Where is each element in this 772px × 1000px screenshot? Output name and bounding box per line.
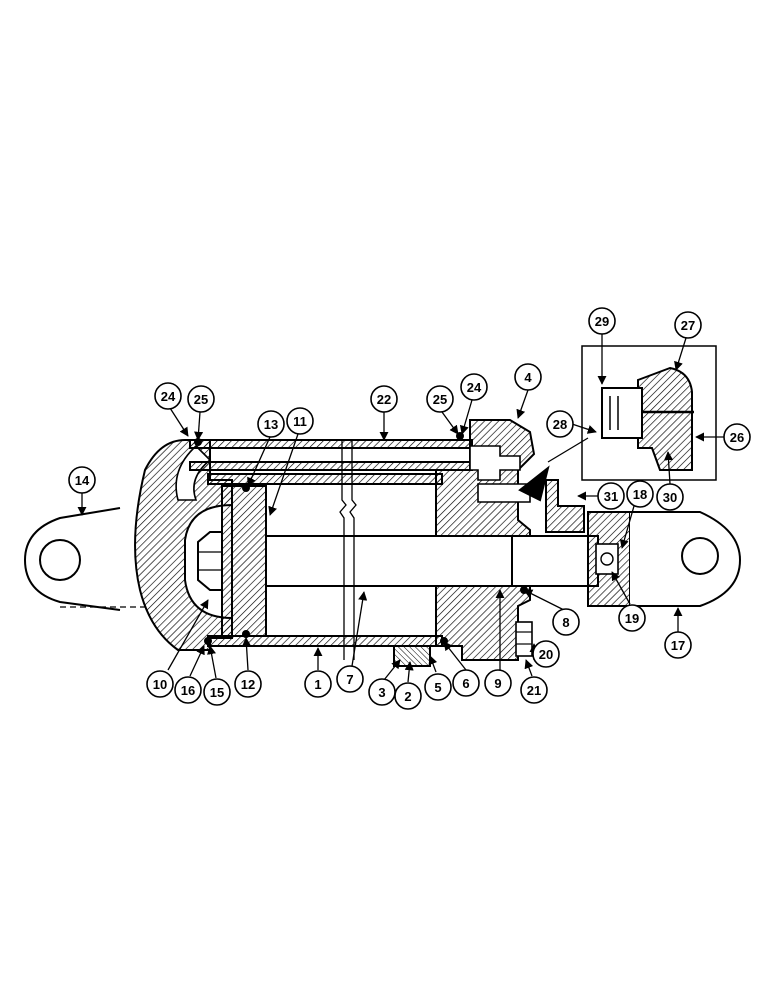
svg-text:8: 8 — [562, 615, 569, 630]
break-line — [339, 440, 347, 660]
svg-text:11: 11 — [293, 414, 307, 429]
svg-text:15: 15 — [210, 685, 224, 700]
svg-text:31: 31 — [604, 489, 618, 504]
callout-25-left: 25 — [187, 385, 215, 413]
svg-text:6: 6 — [462, 676, 469, 691]
callout-13: 13 — [257, 410, 285, 438]
svg-text:24: 24 — [161, 389, 176, 404]
callout-9: 9 — [484, 669, 512, 697]
svg-text:1: 1 — [314, 677, 321, 692]
base-eye-hole — [39, 539, 81, 581]
callout-10: 10 — [146, 670, 174, 698]
svg-text:18: 18 — [633, 487, 647, 502]
set-screw — [595, 543, 619, 575]
callout-25-right: 25 — [426, 385, 454, 413]
svg-text:7: 7 — [346, 672, 353, 687]
svg-text:27: 27 — [681, 318, 695, 333]
rod-head-port — [469, 445, 521, 481]
base-clevis-eye — [23, 507, 121, 611]
svg-text:17: 17 — [671, 638, 685, 653]
svg-text:16: 16 — [181, 683, 195, 698]
callout-27: 27 — [674, 311, 702, 339]
callouts: 14 24 25 13 11 22 25 24 4 28 29 27 26 30… — [68, 307, 751, 710]
callout-29: 29 — [588, 307, 616, 335]
check-valve-inset — [547, 345, 717, 481]
callout-24-right: 24 — [460, 373, 488, 401]
callout-14: 14 — [68, 466, 96, 494]
rod-end-head — [435, 419, 536, 661]
callout-2: 2 — [394, 682, 422, 710]
piston-rod — [265, 535, 599, 587]
callout-22: 22 — [370, 385, 398, 413]
callout-3: 3 — [368, 678, 396, 706]
gland-retainer — [545, 479, 585, 533]
svg-text:24: 24 — [467, 380, 482, 395]
svg-text:25: 25 — [194, 392, 208, 407]
callout-19: 19 — [618, 604, 646, 632]
oil-line-inner — [189, 461, 473, 471]
callout-7: 7 — [336, 665, 364, 693]
svg-text:9: 9 — [494, 676, 501, 691]
svg-text:5: 5 — [434, 680, 441, 695]
piston — [221, 485, 267, 637]
rod-head-bore — [477, 483, 531, 503]
callout-24-left: 24 — [154, 382, 182, 410]
callout-31: 31 — [597, 482, 625, 510]
leader-lines — [77, 334, 724, 683]
callout-11: 11 — [286, 407, 314, 435]
callout-15: 15 — [203, 678, 231, 706]
tie-bolt — [515, 621, 533, 657]
callout-8: 8 — [552, 608, 580, 636]
callout-21: 21 — [520, 676, 548, 704]
callout-28: 28 — [546, 410, 574, 438]
inset-poppet — [601, 387, 643, 439]
callout-12: 12 — [234, 670, 262, 698]
rod-end-eye — [630, 511, 742, 607]
svg-text:3: 3 — [378, 685, 385, 700]
rod-eye-hole — [681, 537, 719, 575]
inset-frame — [581, 345, 717, 481]
svg-text:28: 28 — [553, 417, 567, 432]
callout-6: 6 — [452, 669, 480, 697]
svg-text:19: 19 — [625, 611, 639, 626]
callout-30: 30 — [656, 483, 684, 511]
callout-26: 26 — [723, 423, 751, 451]
svg-text:29: 29 — [595, 314, 609, 329]
svg-text:20: 20 — [539, 647, 553, 662]
break-line-2 — [349, 440, 357, 660]
callout-1: 1 — [304, 670, 332, 698]
svg-text:14: 14 — [75, 473, 90, 488]
callout-17: 17 — [664, 631, 692, 659]
svg-text:12: 12 — [241, 677, 255, 692]
callout-20: 20 — [532, 640, 560, 668]
cylinder-tube-bottom — [207, 635, 443, 647]
svg-text:4: 4 — [524, 370, 532, 385]
svg-text:26: 26 — [730, 430, 744, 445]
piston-nut — [197, 531, 223, 591]
cylinder-tube-top — [207, 473, 443, 485]
svg-text:22: 22 — [377, 392, 391, 407]
oil-line-outer — [189, 439, 473, 449]
svg-text:30: 30 — [663, 490, 677, 505]
svg-text:25: 25 — [433, 392, 447, 407]
callout-5: 5 — [424, 673, 452, 701]
cylinder-drawing — [23, 419, 742, 667]
port-fitting — [393, 645, 431, 667]
inset-valve-body — [637, 366, 693, 471]
svg-text:21: 21 — [527, 683, 541, 698]
valve-arrow — [518, 465, 550, 502]
callout-4: 4 — [514, 363, 542, 391]
callout-18: 18 — [626, 480, 654, 508]
svg-text:10: 10 — [153, 677, 167, 692]
svg-text:2: 2 — [404, 689, 411, 704]
svg-text:13: 13 — [264, 417, 278, 432]
callout-16: 16 — [174, 676, 202, 704]
